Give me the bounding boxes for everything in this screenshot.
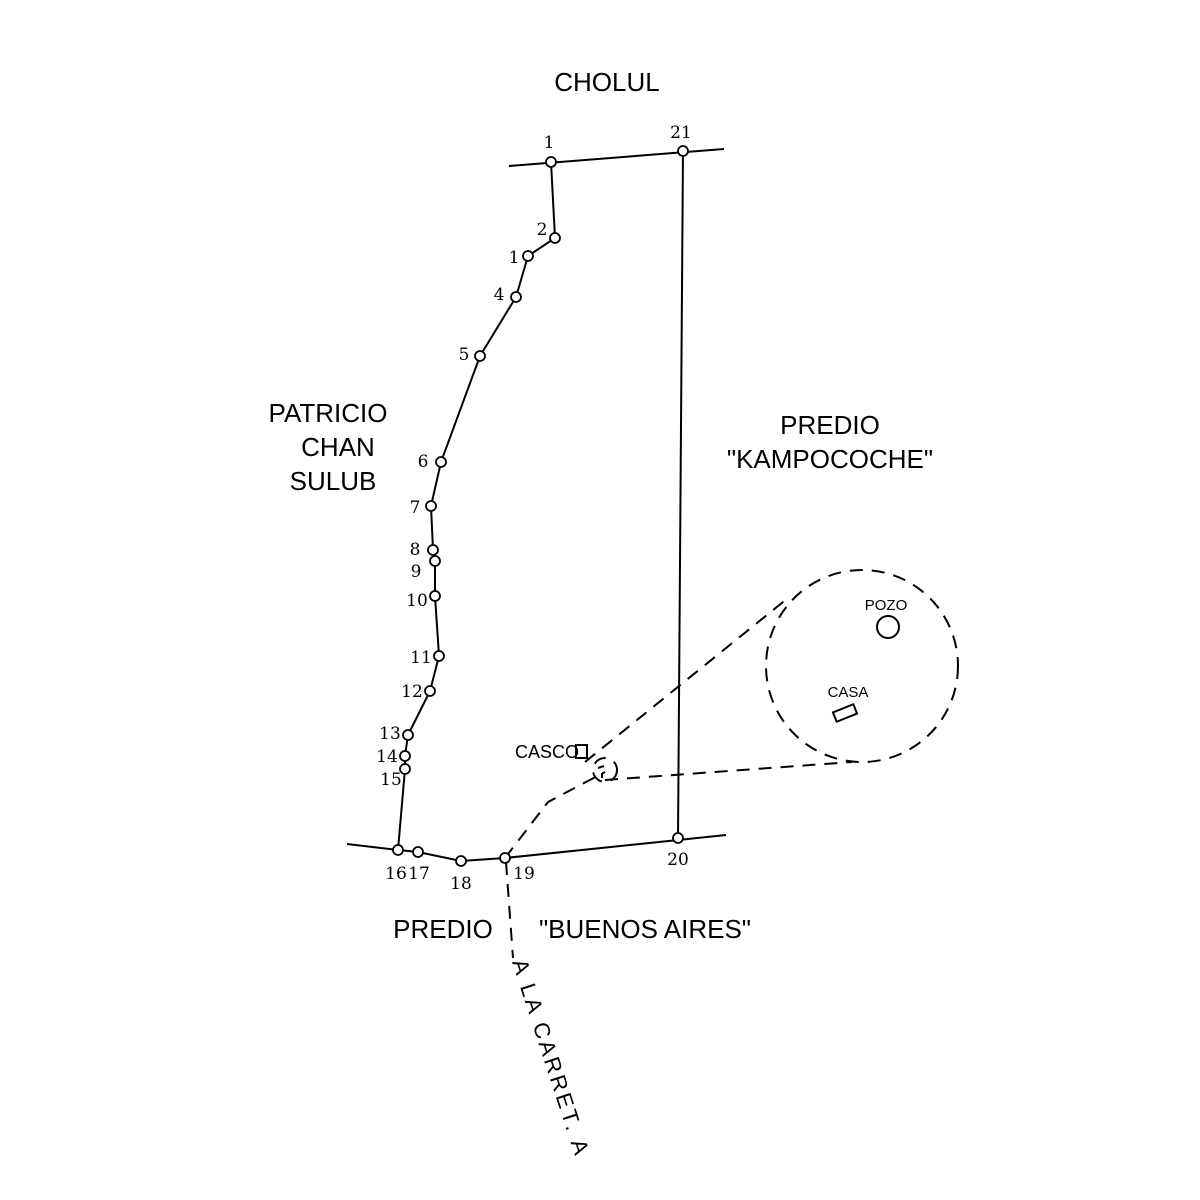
west-neighbor-label-line3: SULUB (290, 466, 377, 496)
well-icon (876, 615, 900, 639)
vertex-number: 17 (408, 864, 430, 884)
vertex-marker (399, 763, 411, 775)
vertex-number: 9 (411, 562, 422, 582)
vertex-marker (549, 232, 561, 244)
vertex-marker (474, 350, 486, 362)
callout-line-lower (604, 761, 853, 781)
house-icon (831, 702, 859, 724)
vertex-marker (677, 145, 689, 157)
south-neighbor-label-part2: "BUENOS AIRES" (539, 914, 751, 944)
casco-marker-circle (592, 757, 618, 783)
vertex-marker (455, 855, 467, 867)
vertex-marker (433, 650, 445, 662)
vertex-marker (429, 555, 441, 567)
well-label: POZO (865, 597, 908, 614)
vertex-number: 6 (418, 452, 429, 472)
vertex-marker (412, 846, 424, 858)
access-road (504, 771, 606, 959)
vertex-number: 21 (670, 123, 692, 143)
detail-circle (765, 569, 959, 763)
east-boundary-line (677, 150, 684, 839)
road-to-highway-dashed-line (505, 861, 514, 959)
vertex-marker (499, 852, 511, 864)
casco-label: CASCO (515, 742, 579, 762)
casco-icon (575, 744, 588, 759)
south-boundary-line (504, 834, 727, 859)
vertex-number: 7 (410, 498, 421, 518)
vertex-marker (522, 250, 534, 262)
south-west-extension-line (346, 843, 399, 851)
vertex-marker (672, 832, 684, 844)
vertex-number: 4 (494, 285, 505, 305)
house-label: CASA (828, 684, 869, 701)
vertex-marker (510, 291, 522, 303)
east-neighbor-label-line2: "KAMPOCOCHE" (727, 444, 933, 474)
vertex-number: 1 (509, 248, 520, 268)
vertex-number: 5 (459, 345, 470, 365)
vertex-number: 12 (401, 682, 423, 702)
vertex-marker (429, 590, 441, 602)
vertex-marker (435, 456, 447, 468)
road-dashed-path (504, 771, 606, 859)
vertex-marker (392, 844, 404, 856)
vertex-marker (425, 500, 437, 512)
south-neighbor-label-part1: PREDIO (393, 914, 493, 944)
west-neighbor-label-line1: PATRICIO (269, 398, 388, 428)
vertex-number: 13 (379, 724, 401, 744)
vertex-number: 19 (513, 864, 535, 884)
north-boundary-line (508, 148, 725, 167)
east-neighbor-label-line1: PREDIO (780, 410, 880, 440)
vertex-number: 18 (450, 874, 472, 894)
detail-callout (575, 569, 959, 783)
region-labels: CHOLUL PATRICIO CHAN SULUB PREDIO "KAMPO… (269, 67, 934, 1160)
vertex-number: 20 (667, 850, 689, 870)
vertex-number: 8 (410, 540, 421, 560)
vertex-number: 16 (385, 864, 407, 884)
road-to-highway-label: A LA CARRET. A (507, 956, 595, 1161)
callout-line-upper (584, 597, 789, 763)
vertex-number: 14 (376, 747, 398, 767)
vertex-marker (399, 750, 411, 762)
vertex-marker (427, 544, 439, 556)
casco-marker-tick (597, 765, 605, 778)
vertex-marker (402, 729, 414, 741)
vertex-number: 10 (406, 591, 428, 611)
vertex-marker (424, 685, 436, 697)
vertex-number: 15 (380, 770, 402, 790)
vertex-number: 1 (544, 133, 555, 153)
vertex-number: 2 (537, 220, 548, 240)
vertex-number: 11 (410, 648, 432, 668)
west-neighbor-label-line2: CHAN (301, 432, 375, 462)
vertex-marker (545, 156, 557, 168)
north-neighbor-label: CHOLUL (554, 67, 659, 97)
